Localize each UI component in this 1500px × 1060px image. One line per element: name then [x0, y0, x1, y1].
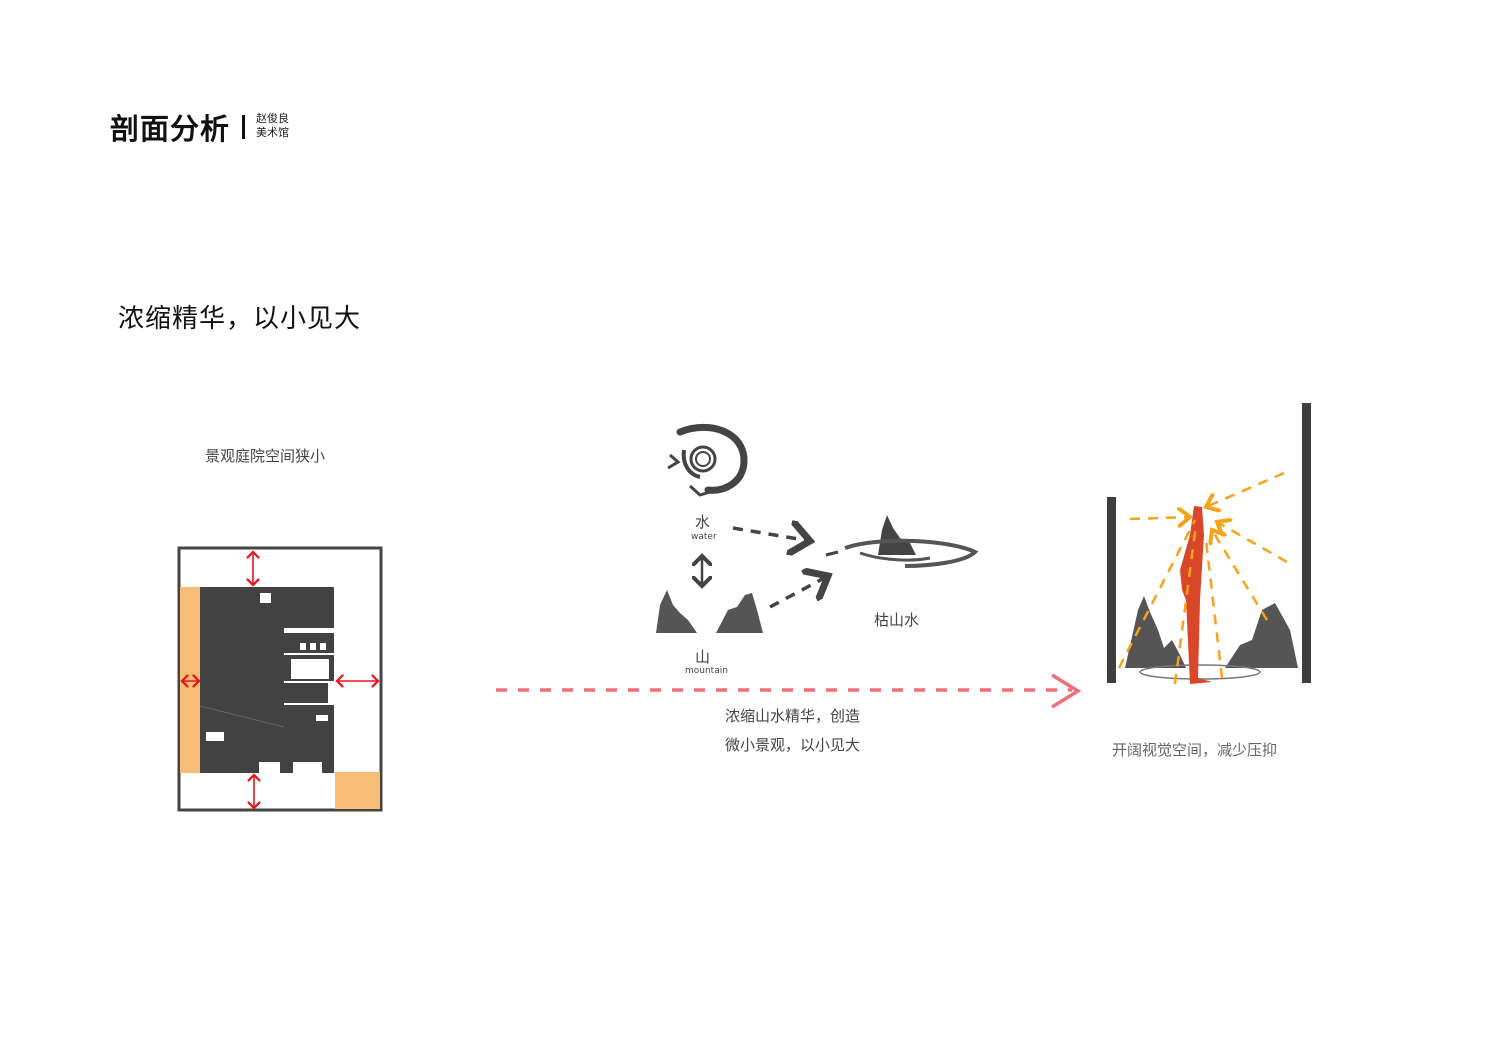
page-title: 剖面分析: [110, 112, 231, 146]
window: [316, 715, 328, 721]
mountain-label-en: mountain: [685, 666, 728, 676]
building-room: [284, 633, 334, 653]
project-name: 赵俊良 美术馆: [256, 112, 296, 140]
window: [310, 643, 316, 650]
project-name-line2: 美术馆: [256, 126, 289, 139]
water-icon: [667, 424, 748, 497]
window: [300, 643, 306, 650]
courtyard-plan: [177, 546, 383, 812]
mountain-to-drylandscape-arrow: [769, 576, 828, 609]
title-divider: [242, 115, 245, 139]
building-room: [284, 705, 334, 727]
water-to-drylandscape-arrow: [732, 528, 810, 541]
dry-landscape-icon: [825, 515, 979, 568]
dry-landscape-label: 枯山水: [874, 611, 920, 629]
mountain-left: [1125, 596, 1186, 668]
window: [291, 659, 329, 679]
building-room: [284, 683, 328, 703]
window: [206, 732, 224, 741]
project-name-line1: 赵俊良: [256, 112, 289, 125]
section-line: [199, 705, 285, 728]
mountain-right: [1225, 603, 1298, 668]
wall-left: [1107, 497, 1116, 683]
building-mass: [200, 587, 334, 773]
open-view-section: [1107, 403, 1311, 685]
window: [320, 643, 326, 650]
water-label-en: water: [691, 532, 717, 542]
narrow-courtyard-caption: 景观庭院空间狭小: [205, 447, 326, 465]
mountain-label: 山: [695, 648, 711, 666]
pond: [1139, 664, 1261, 680]
orange-zone-corner: [335, 772, 380, 809]
middle-caption-line2: 微小景观，以小见大: [725, 736, 861, 754]
open-view-caption: 开阔视觉空间，减少压抑: [1112, 741, 1278, 759]
sightlines: [1117, 471, 1288, 685]
mountain-icon: [656, 590, 763, 633]
section-heading: 浓缩精华，以小见大: [118, 304, 362, 334]
orange-zone-left: [180, 587, 200, 773]
plan-outline: [177, 546, 383, 812]
human-figure: [1180, 506, 1212, 684]
wall-right: [1302, 403, 1311, 683]
progression-arrowhead: [1051, 673, 1082, 709]
water-label: 水: [695, 513, 711, 531]
middle-caption-line1: 浓缩山水精华，创造: [725, 707, 861, 725]
window: [260, 593, 271, 603]
